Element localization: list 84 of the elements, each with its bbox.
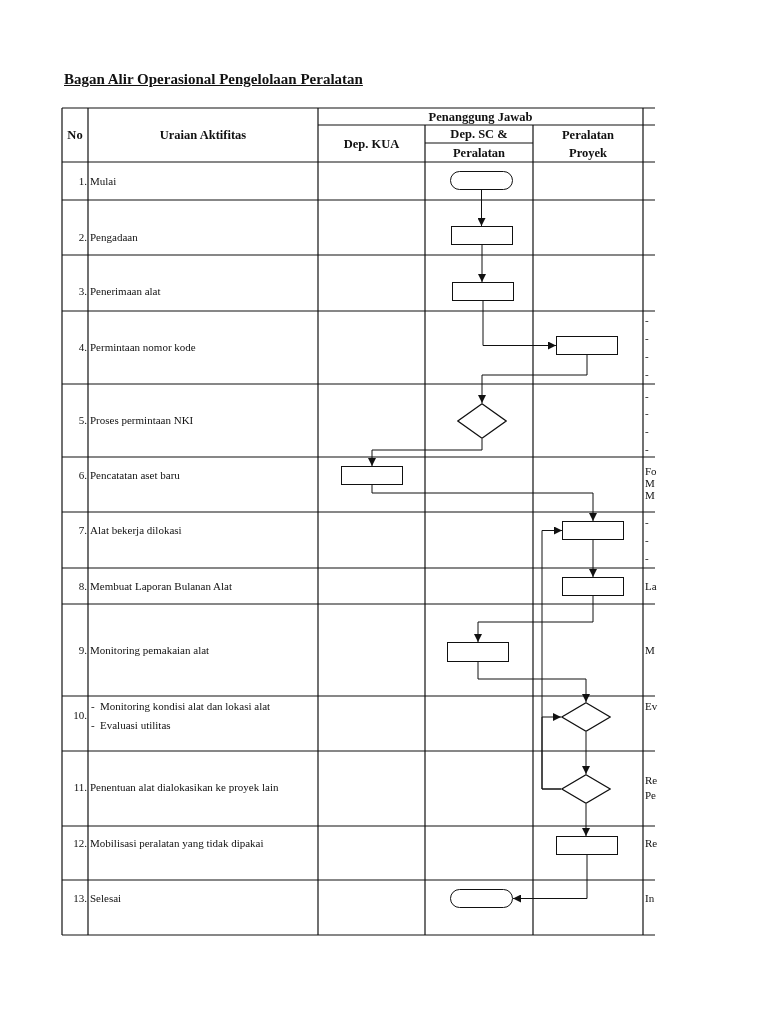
row-number: 2. bbox=[78, 230, 87, 244]
row-number: 11. bbox=[73, 780, 87, 794]
process-box bbox=[451, 226, 513, 245]
activity-text: Permintaan nomor kode bbox=[90, 340, 196, 354]
process-box bbox=[341, 466, 403, 485]
row-number: 7. bbox=[78, 523, 87, 537]
decision-diamond bbox=[561, 702, 611, 732]
activity-text: Pengadaan bbox=[90, 230, 138, 244]
truncated-text: - bbox=[645, 406, 649, 420]
column-header: Peralatan bbox=[452, 145, 506, 162]
column-header: Penanggung Jawab bbox=[428, 109, 533, 126]
process-box bbox=[556, 336, 618, 355]
truncated-text: - bbox=[645, 515, 649, 529]
truncated-text: M bbox=[645, 488, 655, 502]
truncated-text: M bbox=[645, 643, 655, 657]
activity-text: Proses permintaan NKI bbox=[90, 413, 194, 427]
arrow bbox=[541, 526, 563, 790]
truncated-text: La bbox=[645, 579, 657, 593]
truncated-text: M bbox=[645, 476, 655, 490]
arrow bbox=[589, 539, 597, 578]
column-header: No bbox=[67, 127, 83, 144]
arrow bbox=[482, 300, 557, 350]
activity-text: Selesai bbox=[90, 891, 122, 905]
truncated-text: - bbox=[645, 442, 649, 456]
truncated-text: - bbox=[645, 424, 649, 438]
process-box bbox=[447, 642, 509, 662]
terminator-pill bbox=[450, 889, 513, 908]
arrow bbox=[371, 484, 597, 522]
arrow bbox=[477, 661, 590, 703]
activity-text: Pencatatan aset baru bbox=[90, 468, 180, 482]
process-box bbox=[562, 577, 624, 596]
process-box bbox=[562, 521, 624, 540]
row-number: 13. bbox=[73, 891, 87, 905]
process-box bbox=[452, 282, 514, 301]
arrow bbox=[477, 189, 486, 227]
truncated-text: - bbox=[645, 551, 649, 565]
truncated-text: - bbox=[645, 331, 649, 345]
arrow bbox=[478, 354, 588, 404]
row-number: 3. bbox=[78, 284, 87, 298]
activity-text: Mobilisasi peralatan yang tidak dipakai bbox=[90, 836, 264, 850]
column-header: Uraian Aktifitas bbox=[159, 127, 247, 144]
truncated-text: - bbox=[645, 367, 649, 381]
process-box bbox=[556, 836, 618, 855]
truncated-text: - bbox=[645, 349, 649, 363]
arrow bbox=[582, 803, 590, 837]
truncated-text: Ev bbox=[645, 699, 658, 713]
truncated-text: In bbox=[645, 891, 655, 905]
activity-text: Alat bekerja dilokasi bbox=[90, 523, 182, 537]
activity-text: Penerimaan alat bbox=[90, 284, 161, 298]
activity-text: Penentuan alat dialokasikan ke proyek lain bbox=[90, 780, 279, 794]
truncated-text: Re bbox=[645, 836, 658, 850]
truncated-text: Re bbox=[645, 773, 658, 787]
arrow bbox=[478, 244, 486, 283]
row-number: 5. bbox=[78, 413, 87, 427]
activity-text: Monitoring pemakaian alat bbox=[90, 643, 210, 657]
arrow bbox=[512, 854, 588, 903]
row-number: 6. bbox=[78, 468, 87, 482]
row-number: 4. bbox=[78, 340, 87, 354]
row-number: 9. bbox=[78, 643, 87, 657]
arrow bbox=[582, 731, 590, 775]
truncated-text: - bbox=[645, 313, 649, 327]
decision-diamond bbox=[457, 403, 507, 439]
column-header: Peralatan Proyek bbox=[561, 127, 615, 162]
row-number: 1. bbox=[78, 174, 87, 188]
list-dash: - bbox=[91, 718, 95, 732]
column-header: Dep. KUA bbox=[343, 136, 400, 153]
row-number: 12. bbox=[73, 836, 87, 850]
column-header: Dep. SC & bbox=[450, 126, 508, 143]
diagram-title: Bagan Alir Operasional Pengelolaan Peralatan bbox=[64, 70, 363, 88]
activity-text: Evaluasi utilitas bbox=[100, 718, 171, 732]
activity-text: Membuat Laporan Bulanan Alat bbox=[90, 579, 233, 593]
truncated-text: Pe bbox=[645, 788, 656, 802]
decision-diamond bbox=[561, 774, 611, 804]
truncated-text: - bbox=[645, 389, 649, 403]
activity-text: Monitoring kondisi alat dan lokasi alat bbox=[100, 699, 271, 713]
list-dash: - bbox=[91, 699, 95, 713]
activity-text: Mulai bbox=[90, 174, 117, 188]
row-number: 10. bbox=[73, 708, 87, 722]
arrow bbox=[474, 595, 594, 643]
terminator-pill bbox=[450, 171, 513, 190]
truncated-text: Fo bbox=[645, 464, 657, 478]
row-number: 8. bbox=[78, 579, 87, 593]
arrow bbox=[368, 438, 483, 467]
truncated-text: - bbox=[645, 533, 649, 547]
